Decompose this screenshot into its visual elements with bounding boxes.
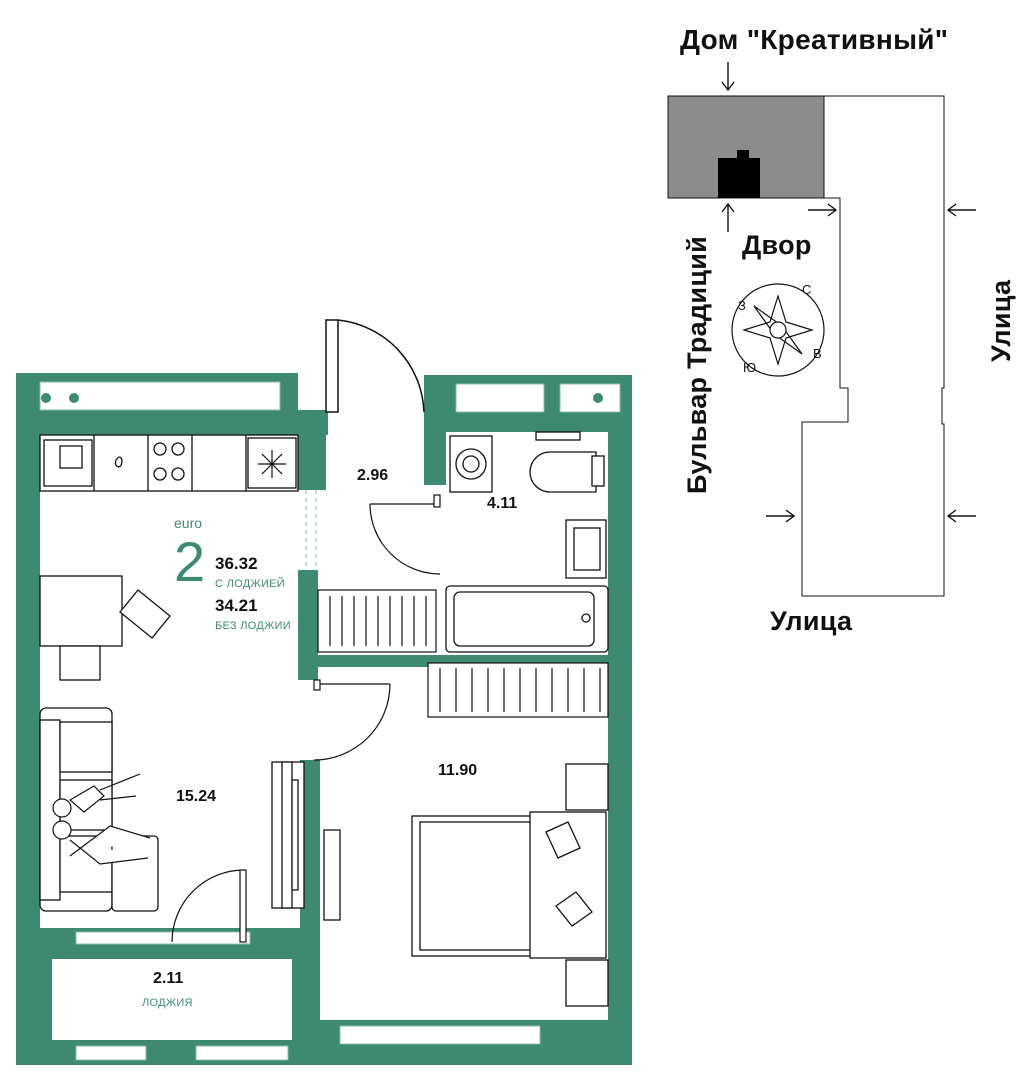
apartment-marker-icon	[718, 150, 760, 198]
entry-door	[325, 319, 425, 413]
area-without-loggia-label: БЕЗ ЛОДЖИИ	[215, 620, 291, 632]
compass-north: С	[802, 282, 812, 297]
boulevard-label: Бульвар Традиций	[682, 235, 712, 494]
kitchen-counter	[39, 434, 299, 492]
area-with-loggia: 36.32	[215, 554, 258, 573]
compass-east: В	[813, 346, 822, 361]
street-bottom-label: Улица	[770, 606, 853, 636]
loggia-door	[171, 869, 247, 943]
apartment-format: euro	[174, 515, 203, 531]
kitchen-living-area: 15.24	[176, 788, 217, 805]
window-dots	[41, 393, 603, 403]
bathroom-fixtures	[445, 431, 609, 653]
compass-icon	[731, 283, 825, 377]
radiators	[317, 589, 609, 718]
loggia-label: ЛОДЖИЯ	[142, 997, 193, 1009]
area-without-loggia: 34.21	[215, 596, 258, 615]
bedroom-area: 11.90	[438, 762, 478, 779]
compass-west: З	[738, 298, 746, 313]
nightstands	[565, 763, 609, 1007]
tv-stand	[271, 761, 341, 921]
yard-label: Двор	[742, 230, 812, 260]
windows	[39, 381, 621, 1061]
partition	[305, 490, 317, 570]
bathroom-door	[369, 494, 441, 575]
site-plan	[667, 62, 976, 597]
area-with-loggia-label: С ЛОДЖИЕЙ	[215, 578, 285, 590]
person-figure	[52, 773, 151, 865]
snowflake-icon	[258, 450, 286, 478]
bathroom-area: 4.11	[487, 495, 518, 512]
dining-table	[39, 575, 171, 681]
apartment-rooms: 2	[174, 530, 206, 593]
compass-south: Ю	[743, 360, 757, 375]
street-right-label: Улица	[986, 279, 1016, 362]
building-name: Дом "Креативный"	[680, 24, 949, 55]
bed	[411, 811, 607, 959]
loggia-area: 2.11	[153, 970, 184, 987]
arrows	[721, 62, 976, 523]
bedroom-door	[313, 679, 391, 761]
hallway-area: 2.96	[357, 467, 389, 484]
